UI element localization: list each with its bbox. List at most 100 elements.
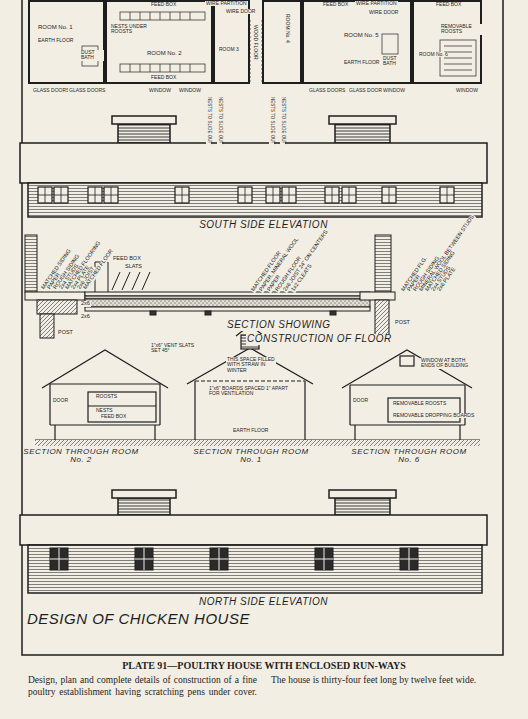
drawing-rect (120, 64, 205, 72)
drawing-label: NORTH SIDE ELEVATION (22, 597, 505, 608)
drawing-label: REMOVABLE ROOSTS (440, 24, 482, 35)
drawing-label: WIRE DOOR (225, 9, 256, 14)
drawing-path (50, 548, 68, 570)
drawing-g (38, 187, 454, 203)
room-name: ROOM No. 2 (147, 50, 182, 56)
drawing-rect (20, 143, 487, 183)
drawing-label: POST (57, 330, 74, 336)
drawing-path (38, 187, 52, 203)
drawing-rect (360, 292, 395, 300)
drawing-label: DESIGN OF CHICKEN HOUSE (26, 611, 251, 627)
drawing-rect (282, 187, 296, 203)
drawing-label: SECTION SHOWING (226, 320, 332, 331)
drawing-label: REMOVABLE DROPPING BOARDS (392, 413, 475, 418)
room-plan: ROOM No. 1EARTH FLOOR (28, 0, 105, 84)
drawing-path (175, 187, 189, 203)
drawing-label: SECTION THROUGH ROOM No. 6 (348, 448, 470, 465)
drawing-rect (400, 548, 418, 570)
drawing-label: WIRE DOOR (368, 10, 399, 15)
drawing-rect (85, 292, 370, 296)
drawing-path (266, 187, 280, 203)
drawing-rect (329, 116, 396, 124)
drawing-rect (335, 498, 390, 515)
drawing-label: WINDOW AT BOTH ENDS OF BUILDING (420, 358, 474, 369)
drawing-label: DUST BATH (80, 50, 104, 61)
room-plan: ROOM No. 2 (105, 0, 213, 84)
plate-title: PLATE 91—POULTRY HOUSE WITH ENCLOSED RUN… (0, 660, 528, 671)
drawing-path (22, 0, 503, 655)
drawing-path (54, 187, 68, 203)
room-plan: ROOM No. 4 (262, 0, 302, 84)
drawing-path (112, 272, 150, 290)
drawing-label: FEED BOX (150, 75, 177, 80)
drawing-rect (37, 300, 77, 314)
drawing-label: NESTS TO SLIDE OUT (206, 96, 211, 145)
drawing-rect (266, 187, 280, 203)
drawing-label: WOOD FLOOR (253, 24, 258, 61)
drawing-label: SOUTH SIDE ELEVATION (22, 220, 505, 231)
drawing-rect (28, 183, 482, 217)
room-name: EARTH FLOOR (344, 60, 379, 65)
drawing-label: NESTS TO SLIDE OUT (217, 96, 222, 145)
drawing-g (38, 187, 52, 203)
drawing-rect (330, 311, 336, 315)
drawing-rect (112, 116, 176, 124)
drawing-label: WIRE PARTITION (205, 1, 248, 6)
drawing-g (382, 187, 396, 203)
drawing-rect (40, 314, 54, 338)
drawing-label: GLASS DOORS (308, 88, 346, 93)
drawing-label: NESTS UNDER ROOSTS (110, 24, 157, 35)
drawing-g (238, 187, 252, 203)
drawing-rect (388, 398, 460, 422)
drawing-label: SLATS (124, 264, 143, 270)
drawing-label: 2x6 (80, 301, 91, 307)
drawing-g (400, 548, 418, 570)
room-name: ROOM No. 4 (285, 14, 290, 43)
drawing-rect (88, 392, 156, 422)
drawing-path (104, 187, 118, 203)
drawing-rect (118, 124, 170, 143)
drawing-rect (85, 299, 370, 307)
drawing-path (130, 12, 190, 72)
drawing-label: REMOVABLE ROOSTS (392, 401, 447, 406)
drawing-rect (342, 187, 356, 203)
drawing-label: EARTH FLOOR (232, 428, 269, 433)
drawing-g (20, 490, 487, 593)
drawing-path (342, 350, 472, 388)
drawing-rect (104, 187, 118, 203)
drawing-g (440, 187, 454, 203)
drawing-g (175, 187, 189, 203)
drawing-rect (315, 548, 333, 570)
drawing-path (400, 548, 418, 570)
drawing-label: DOOR (352, 398, 369, 403)
drawing-g (266, 187, 280, 203)
drawing-label: GLASS DOORS (68, 88, 106, 93)
drawing-path (282, 187, 296, 203)
drawing-path (210, 548, 228, 570)
drawing-rect (382, 34, 398, 54)
drawing-path (315, 548, 333, 570)
drawing-path (88, 405, 156, 406)
drawing-path (88, 187, 102, 203)
drawing-rect (329, 490, 396, 498)
drawing-label: 1"x6" BOARDS SPACED 1" APART FOR VENTILA… (208, 386, 300, 397)
room-name: ROOM No. 6 (419, 52, 448, 57)
drawing-label: FEED BOX (100, 414, 127, 419)
drawing-g (282, 187, 296, 203)
plate-caption: Design, plan and complete details of con… (28, 675, 500, 699)
drawing-rect (135, 548, 153, 570)
drawing-rect (20, 515, 487, 545)
drawing-g (25, 235, 395, 338)
drawing-label: FEED BOX (112, 256, 142, 262)
drawing-path (238, 187, 252, 203)
drawing-rect (175, 187, 189, 203)
drawing-g (35, 325, 480, 440)
drawing-label: 1"x6" VENT SLATS SET 45° (150, 343, 197, 354)
drawing-rect (38, 187, 52, 203)
drawing-rect (440, 40, 476, 76)
drawing-rect (150, 311, 156, 315)
drawing-g (54, 187, 68, 203)
room-name: ROOM No. 5 (344, 32, 379, 38)
drawing-path (382, 187, 396, 203)
